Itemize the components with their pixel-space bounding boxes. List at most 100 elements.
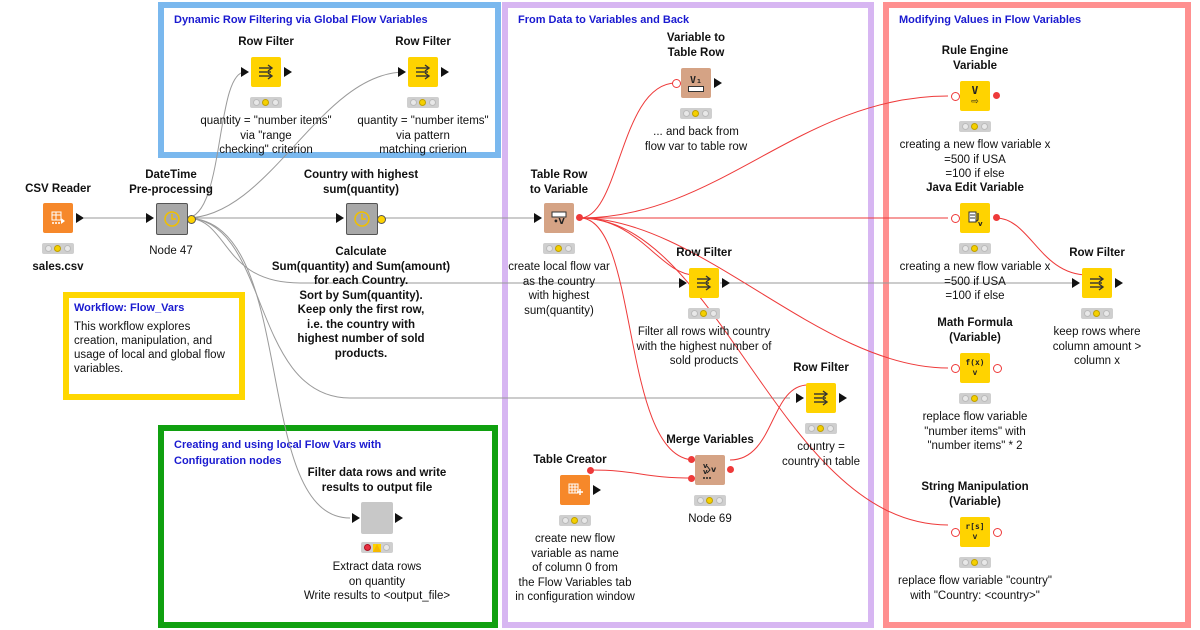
flowvar-output-port[interactable] bbox=[587, 467, 594, 474]
node-label: Node 69 bbox=[688, 513, 732, 525]
status-lights bbox=[805, 423, 837, 434]
table-to-var-icon[interactable]: •V bbox=[544, 203, 574, 233]
data-edge bbox=[185, 217, 790, 399]
node-label: Calculate Sum(quantity) and Sum(amount) … bbox=[271, 246, 451, 360]
flowvar-edge bbox=[579, 95, 949, 219]
node-title: String Manipulation (Variable) bbox=[921, 481, 1029, 508]
flowvar-port[interactable] bbox=[187, 215, 196, 224]
status-lights bbox=[407, 97, 439, 108]
flowvar-input-port[interactable] bbox=[688, 475, 695, 482]
node-title: Country with highest sum(quantity) bbox=[303, 169, 419, 196]
node-label: Filter all rows with country with the hi… bbox=[636, 326, 772, 367]
input-port[interactable] bbox=[534, 213, 542, 223]
math-formula-icon[interactable]: f(x) v bbox=[960, 353, 990, 383]
flowvar-input-port[interactable] bbox=[951, 214, 960, 223]
output-port[interactable] bbox=[722, 278, 730, 288]
flowvar-edge bbox=[995, 217, 1089, 276]
input-port[interactable] bbox=[336, 213, 344, 223]
flowvar-edge bbox=[579, 217, 949, 369]
output-port[interactable] bbox=[284, 67, 292, 77]
flowvar-input-port[interactable] bbox=[951, 364, 960, 373]
node-label: quantity = "number items" via "range che… bbox=[200, 115, 332, 156]
node-label: country = country in table bbox=[782, 441, 860, 468]
output-port[interactable] bbox=[76, 213, 84, 223]
status-lights bbox=[959, 557, 991, 568]
input-port[interactable] bbox=[352, 513, 360, 523]
filter-rows-icon[interactable] bbox=[806, 383, 836, 413]
annotation-title: Creating and using local Flow Vars with … bbox=[174, 439, 382, 467]
clock-icon[interactable] bbox=[156, 203, 188, 235]
status-lights bbox=[361, 542, 393, 553]
output-port[interactable] bbox=[395, 513, 403, 523]
node-title: CSV Reader bbox=[25, 183, 91, 195]
input-port[interactable] bbox=[146, 213, 154, 223]
status-lights bbox=[559, 515, 591, 526]
filter-rows-icon[interactable] bbox=[251, 57, 281, 87]
node-glyph: V₁ bbox=[689, 74, 703, 86]
annotation-from-data-to-variables: From Data to Variables and Back bbox=[502, 2, 874, 628]
flowvar-output-port[interactable] bbox=[993, 214, 1000, 221]
input-port[interactable] bbox=[679, 278, 687, 288]
svg-text:v: v bbox=[703, 462, 708, 470]
node-label: create new flow variable as name of colu… bbox=[515, 533, 635, 603]
output-port[interactable] bbox=[839, 393, 847, 403]
flowvar-input-port[interactable] bbox=[688, 456, 695, 463]
table-read-icon[interactable] bbox=[43, 203, 73, 233]
flowvar-output-port[interactable] bbox=[993, 528, 1002, 537]
flowvar-output-port[interactable] bbox=[993, 364, 1002, 373]
node-label: create local flow var as the country wit… bbox=[508, 261, 610, 317]
node-label: replace flow variable "country" with "Co… bbox=[898, 575, 1052, 602]
flowvar-output-port[interactable] bbox=[727, 466, 734, 473]
filter-rows-icon[interactable] bbox=[408, 57, 438, 87]
svg-text:v: v bbox=[703, 468, 708, 476]
input-port[interactable] bbox=[241, 67, 249, 77]
node-label: replace flow variable "number items" wit… bbox=[922, 411, 1028, 452]
flowvar-edge bbox=[579, 217, 696, 461]
input-port[interactable] bbox=[398, 67, 406, 77]
output-port[interactable] bbox=[1115, 278, 1123, 288]
var-to-table-icon[interactable]: V₁ bbox=[681, 68, 711, 98]
node-title: Java Edit Variable bbox=[926, 182, 1024, 194]
node-title: Merge Variables bbox=[666, 434, 754, 446]
annotation-title: From Data to Variables and Back bbox=[518, 14, 690, 26]
flowvar-output-port[interactable] bbox=[993, 92, 1000, 99]
input-port[interactable] bbox=[796, 393, 804, 403]
output-port[interactable] bbox=[593, 485, 601, 495]
input-port[interactable] bbox=[1072, 278, 1080, 288]
workflow-description: This workflow explores creation, manipul… bbox=[74, 321, 225, 375]
data-edge bbox=[185, 217, 351, 519]
node-glyph: f(x) bbox=[965, 358, 985, 367]
output-port[interactable] bbox=[441, 67, 449, 77]
node-title: DateTime Pre-processing bbox=[129, 169, 213, 196]
flowvar-edge bbox=[579, 217, 949, 526]
annotation-modifying-values: Modifying Values in Flow Variables bbox=[883, 2, 1191, 628]
filter-rows-icon[interactable] bbox=[1082, 268, 1112, 298]
workflow-description-box: Workflow: Flow_Vars This workflow explor… bbox=[63, 292, 245, 400]
status-lights bbox=[680, 108, 712, 119]
status-lights bbox=[688, 308, 720, 319]
status-lights bbox=[42, 243, 74, 254]
filter-rows-icon[interactable] bbox=[689, 268, 719, 298]
flowvar-port[interactable] bbox=[576, 214, 583, 221]
workflow-title: Workflow: Flow_Vars bbox=[74, 302, 185, 314]
rule-engine-icon[interactable]: V ⇨ bbox=[960, 81, 990, 111]
component-icon[interactable] bbox=[361, 502, 393, 534]
string-manipulation-icon[interactable]: r[s] v bbox=[960, 517, 990, 547]
node-label: Node 47 bbox=[149, 245, 193, 257]
flowvar-input-port[interactable] bbox=[951, 528, 960, 537]
node-label: creating a new flow variable x =500 if U… bbox=[899, 139, 1051, 180]
flowvar-port[interactable] bbox=[377, 215, 386, 224]
status-lights bbox=[959, 121, 991, 132]
flowvar-input-port[interactable] bbox=[672, 79, 681, 88]
java-edit-icon[interactable]: v bbox=[960, 203, 990, 233]
node-title: Rule Engine Variable bbox=[941, 45, 1009, 72]
warning-icon bbox=[373, 543, 381, 552]
table-create-icon[interactable] bbox=[560, 475, 590, 505]
output-port[interactable] bbox=[714, 78, 722, 88]
annotation-title: Modifying Values in Flow Variables bbox=[899, 14, 1082, 26]
flowvar-input-port[interactable] bbox=[951, 92, 960, 101]
node-glyph: r[s] bbox=[965, 522, 985, 531]
clock-icon[interactable] bbox=[346, 203, 378, 235]
data-edge bbox=[185, 71, 246, 219]
